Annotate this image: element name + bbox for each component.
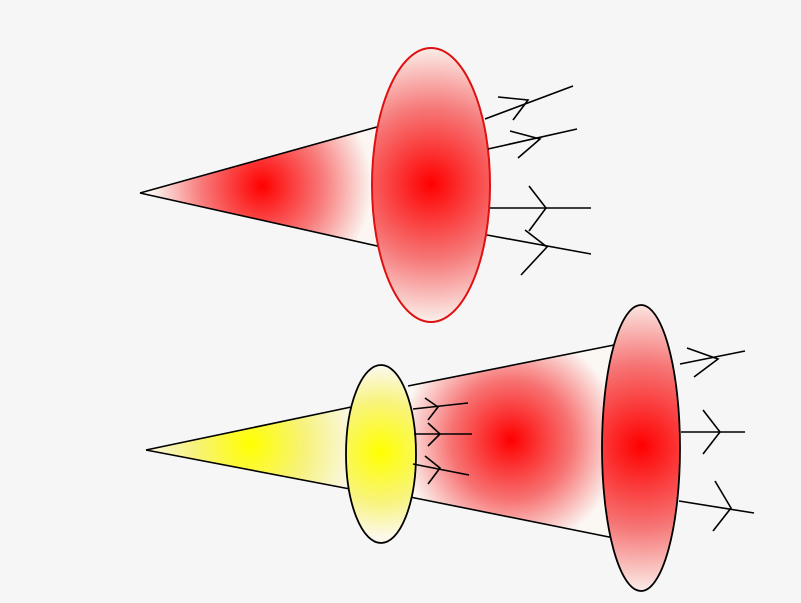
- yellow-lens: [346, 365, 416, 543]
- bottom-yellow-cone: [146, 406, 356, 489]
- bottom-ray-3-arrow: [713, 481, 731, 531]
- bottom-system: [146, 305, 754, 591]
- bottom-output-rays: [679, 348, 754, 531]
- top-output-rays: [485, 86, 591, 275]
- top-system: [140, 48, 591, 322]
- bottom-red-beam: [408, 345, 614, 538]
- top-light-cone: [140, 125, 386, 248]
- bottom-ray-3: [679, 501, 754, 513]
- top-ray-1: [485, 86, 573, 119]
- top-ray-4-arrow: [521, 230, 547, 275]
- top-red-lens: [372, 48, 490, 322]
- big-red-lens: [602, 305, 680, 591]
- bottom-ray-1-arrow: [687, 348, 718, 377]
- top-ray-2-arrow: [510, 131, 540, 158]
- top-ray-4: [487, 235, 591, 254]
